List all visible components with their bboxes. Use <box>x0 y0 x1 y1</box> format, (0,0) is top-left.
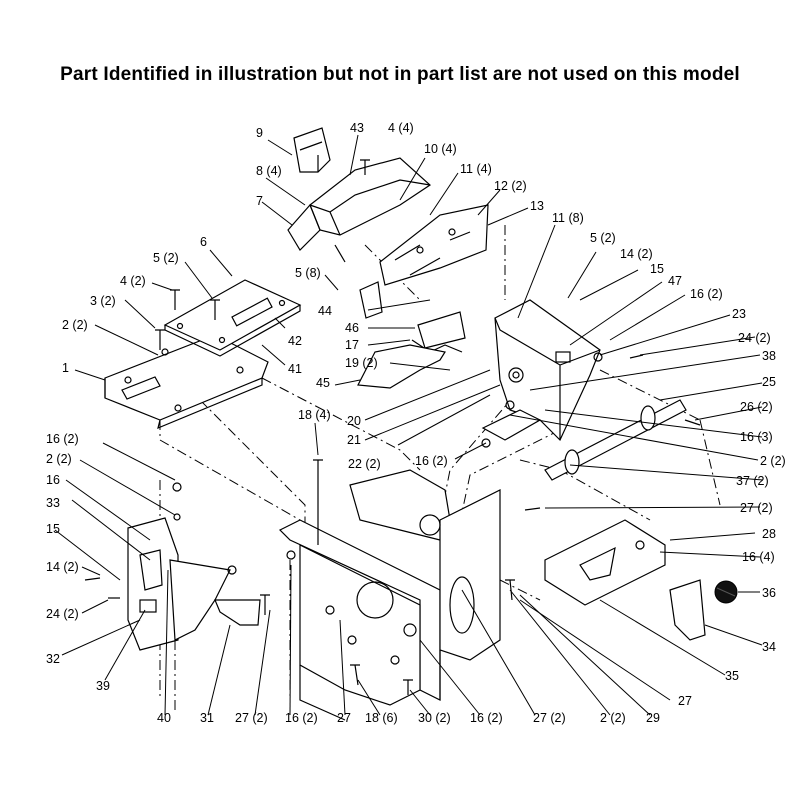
callout-label: 2 (2) <box>46 452 72 466</box>
part-32-left-bracket <box>127 517 231 651</box>
part-31-link <box>214 599 261 626</box>
part-23-side-bracket <box>494 299 603 442</box>
part-6-top-plate <box>163 279 302 357</box>
callout-label: 27 (2) <box>235 711 268 725</box>
callout-label: 2 (2) <box>760 454 786 468</box>
part-25-shaft <box>481 399 687 481</box>
callout-label: 33 <box>46 496 60 510</box>
callout-label: 37 (2) <box>736 474 769 488</box>
callout-label: 5 (2) <box>590 231 616 245</box>
callout-label: 39 <box>96 679 110 693</box>
callout-label: 7 <box>256 194 263 208</box>
callout-label: 32 <box>46 652 60 666</box>
callout-label: 16 (4) <box>742 550 775 564</box>
callout-label: 13 <box>530 199 544 213</box>
callout-label: 9 <box>256 126 263 140</box>
callout-label: 22 (2) <box>348 457 381 471</box>
callout-label: 16 (2) <box>285 711 318 725</box>
callout-label: 31 <box>200 711 214 725</box>
callout-label: 15 <box>650 262 664 276</box>
callout-label: 18 (6) <box>365 711 398 725</box>
callout-label: 4 (4) <box>388 121 414 135</box>
callout-label: 16 (2) <box>470 711 503 725</box>
callout-label: 27 (2) <box>740 501 773 515</box>
callout-label: 47 <box>668 274 682 288</box>
callout-label: 43 <box>350 121 364 135</box>
callout-label: 14 (2) <box>620 247 653 261</box>
callout-label: 20 <box>347 414 361 428</box>
callout-label: 12 (2) <box>494 179 527 193</box>
callout-label: 2 (2) <box>62 318 88 332</box>
callout-label: 27 <box>678 694 692 708</box>
callout-label: 38 <box>762 349 776 363</box>
callout-label: 16 <box>46 473 60 487</box>
callout-label: 19 (2) <box>345 356 378 370</box>
callout-label: 4 (2) <box>120 274 146 288</box>
part-45-insulator <box>357 344 446 389</box>
callout-label: 21 <box>347 433 361 447</box>
callout-label: 1 <box>62 361 69 375</box>
main-frame <box>278 469 501 721</box>
callout-label: 40 <box>157 711 171 725</box>
callout-label: 16 (2) <box>690 287 723 301</box>
callout-label: 10 (4) <box>424 142 457 156</box>
callout-label: 11 (4) <box>460 162 492 176</box>
callout-label: 16 (3) <box>740 430 773 444</box>
callout-label: 28 <box>762 527 776 541</box>
callout-label: 18 (4) <box>298 408 331 422</box>
callout-label: 3 (2) <box>90 294 116 308</box>
callout-label: 5 (8) <box>295 266 321 280</box>
part-46-plate <box>411 311 466 353</box>
callout-label: 30 (2) <box>418 711 451 725</box>
callout-label: 2 (2) <box>600 711 626 725</box>
callout-label: 24 (2) <box>46 607 79 621</box>
callout-label: 5 (2) <box>153 251 179 265</box>
callout-label: 25 <box>762 375 776 389</box>
part-9-knob-cap <box>293 127 331 173</box>
diagram-title: Part Identified in illustration but not … <box>60 64 740 85</box>
callout-label: 14 (2) <box>46 560 79 574</box>
callout-label: 34 <box>762 640 776 654</box>
callout-label: 35 <box>725 669 739 683</box>
part-1-base-plate <box>104 334 269 430</box>
callout-label: 45 <box>316 376 330 390</box>
callout-label: 24 (2) <box>738 331 771 345</box>
part-34-bracket <box>669 579 706 641</box>
callout-label: 15 <box>46 522 60 536</box>
callout-label: 8 (4) <box>256 164 282 178</box>
fasteners <box>84 159 701 695</box>
part-36-grommet <box>714 580 738 604</box>
part-28-plate <box>544 519 666 606</box>
callout-label: 16 (2) <box>46 432 79 446</box>
callout-label: 23 <box>732 307 746 321</box>
callout-label: 27 <box>337 711 351 725</box>
callout-label: 46 <box>345 321 359 335</box>
callout-label: 16 (2) <box>415 454 448 468</box>
part-43-console <box>287 157 431 251</box>
callout-label: 27 (2) <box>533 711 566 725</box>
callout-label: 36 <box>762 586 776 600</box>
callout-label: 41 <box>288 362 302 376</box>
callout-label: 11 (8) <box>552 211 584 225</box>
callout-label: 17 <box>345 338 359 352</box>
callout-label: 6 <box>200 235 207 249</box>
callout-labels: 9 43 4 (4) 10 (4) 8 (4) 11 (4) 12 (2) 7 … <box>46 121 786 725</box>
leader-lines <box>54 134 764 716</box>
callout-label: 44 <box>318 304 332 318</box>
callout-label: 42 <box>288 334 302 348</box>
callout-label: 29 <box>646 711 660 725</box>
callout-label: 26 (2) <box>740 400 773 414</box>
